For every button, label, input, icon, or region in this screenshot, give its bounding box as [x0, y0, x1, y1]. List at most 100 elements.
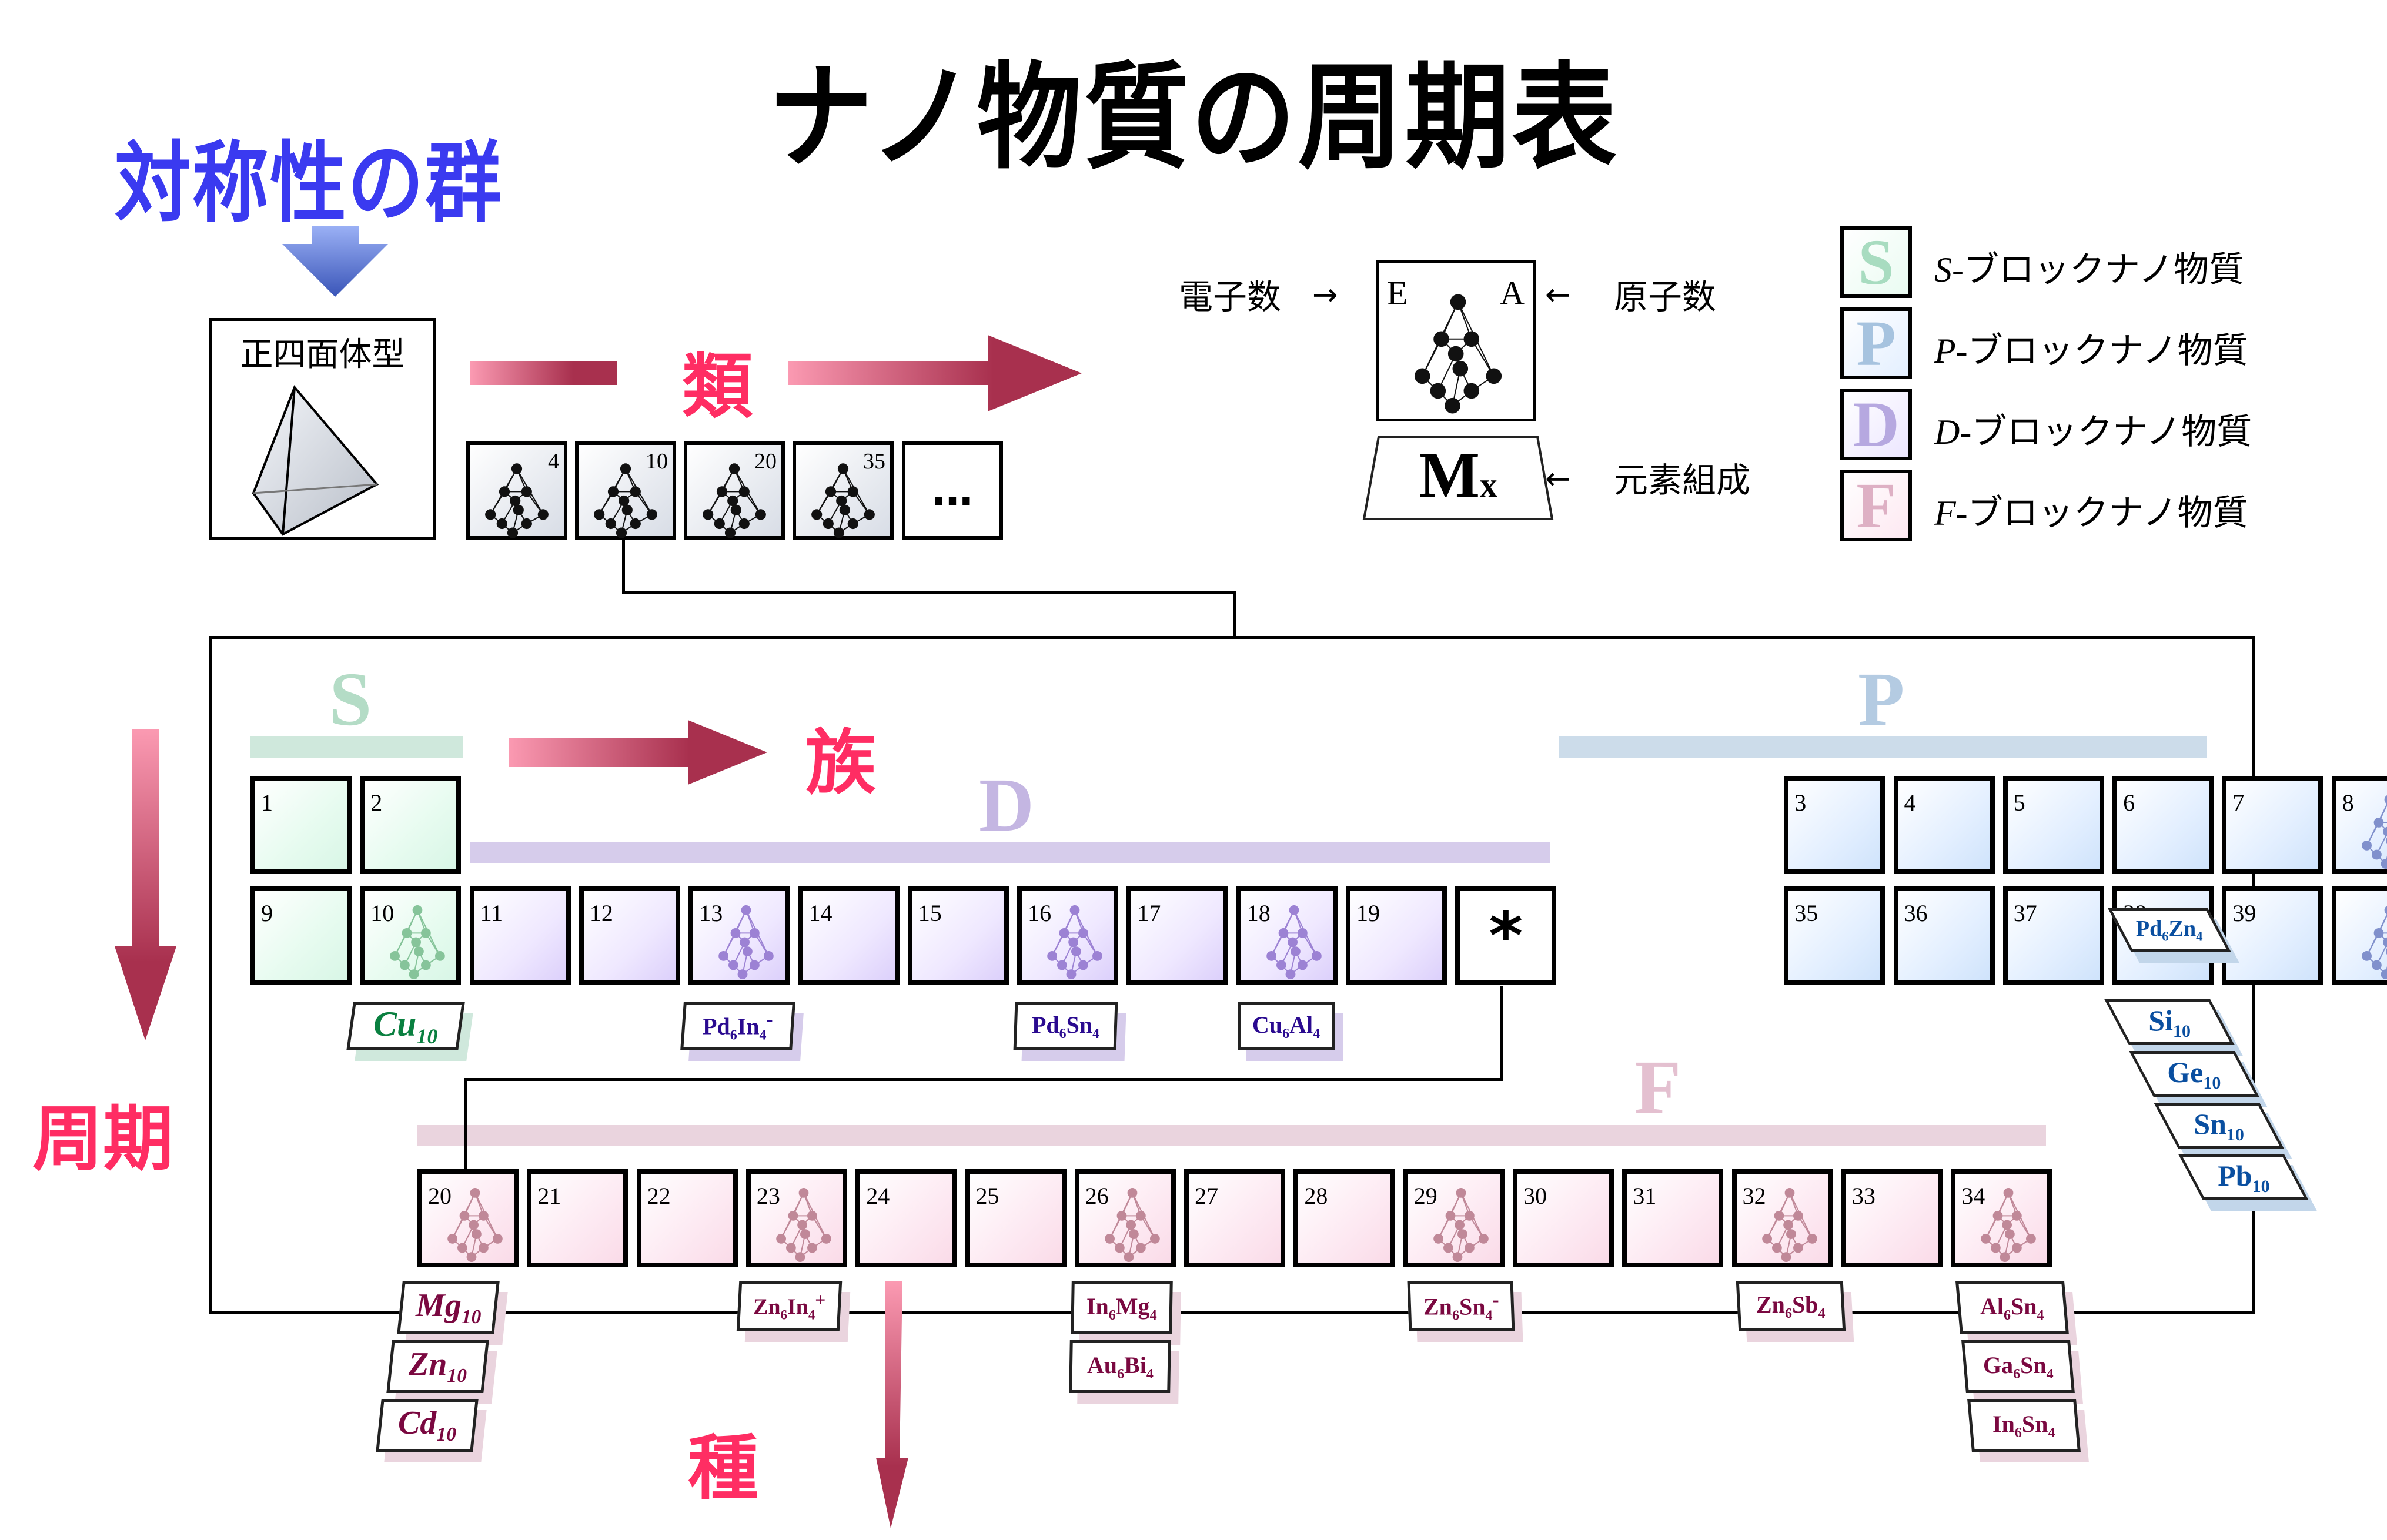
- electron-count-label: 電子数: [1179, 277, 1282, 317]
- element-cell[interactable]: 36: [1893, 886, 1995, 985]
- element-cell[interactable]: 17: [1126, 886, 1228, 985]
- element-cell[interactable]: 22: [636, 1169, 738, 1267]
- formula-text: Zn6Sn4-: [1423, 1288, 1499, 1324]
- cell-number: 31: [1633, 1183, 1657, 1209]
- element-cell[interactable]: 21: [527, 1169, 628, 1267]
- f-block-placeholder-cell[interactable]: *: [1455, 886, 1557, 985]
- compound-mg10[interactable]: Mg10: [397, 1281, 500, 1334]
- element-cell[interactable]: 34: [1951, 1169, 2052, 1267]
- formula-text: Si10: [2148, 1003, 2191, 1041]
- compound-zn10[interactable]: Zn10: [386, 1340, 489, 1393]
- element-cell[interactable]: 39: [2222, 886, 2324, 985]
- element-cell[interactable]: 16: [1017, 886, 1119, 985]
- class-series-box: 10: [575, 441, 676, 540]
- formula-text: Cu6Al4: [1252, 1011, 1320, 1042]
- element-cell[interactable]: 3: [1784, 776, 1885, 874]
- element-cell[interactable]: 28: [1293, 1169, 1395, 1267]
- element-cell[interactable]: 12: [579, 886, 680, 985]
- element-cell[interactable]: 10: [360, 886, 462, 985]
- element-cell[interactable]: 27: [1184, 1169, 1286, 1267]
- formula-mx: Mx: [1419, 439, 1497, 511]
- element-cell[interactable]: 24: [855, 1169, 957, 1267]
- f-block-bar: [417, 1125, 2046, 1146]
- compound-al6sn4[interactable]: Al6Sn4: [1955, 1281, 2069, 1334]
- element-cell[interactable]: 33: [1841, 1169, 1943, 1267]
- element-cell[interactable]: 13: [688, 886, 790, 985]
- element-cell[interactable]: 11: [469, 886, 571, 985]
- legend-label-s: S-ブロックナノ物質: [1934, 249, 2244, 290]
- cell-number: 7: [2232, 789, 2245, 816]
- element-cell[interactable]: 32: [1731, 1169, 1833, 1267]
- compound-ga6sn4[interactable]: Ga6Sn4: [1961, 1340, 2075, 1393]
- connector-line: [464, 1078, 1503, 1081]
- cell-number: 27: [1195, 1183, 1219, 1209]
- element-cell[interactable]: 37: [2002, 886, 2104, 985]
- cell-number: 25: [975, 1183, 999, 1209]
- formula-text: In6Sn4: [1992, 1410, 2055, 1441]
- formula-text: Zn6Sb4: [1756, 1291, 1826, 1321]
- compound-au6bi4[interactable]: Au6Bi4: [1069, 1340, 1171, 1393]
- cell-number: 2: [370, 789, 383, 816]
- element-cell[interactable]: 25: [965, 1169, 1067, 1267]
- element-cell[interactable]: 8: [2331, 776, 2387, 874]
- arrow-right-icon: →: [1312, 277, 1338, 313]
- element-cell[interactable]: 5: [2002, 776, 2104, 874]
- formula-text: Al6Sn4: [1980, 1293, 2044, 1323]
- cell-number: 28: [1304, 1183, 1328, 1209]
- element-cell[interactable]: 4: [1893, 776, 1995, 874]
- formula-text: Pd6Zn4: [2136, 916, 2203, 944]
- class-label: 類: [682, 346, 753, 428]
- element-cell[interactable]: 14: [798, 886, 900, 985]
- key-cluster-box: E A: [1376, 260, 1536, 421]
- element-cell[interactable]: 19: [1346, 886, 1447, 985]
- element-cell[interactable]: 35: [1784, 886, 1885, 985]
- compound-zn6sb4[interactable]: Zn6Sb4: [1736, 1281, 1846, 1331]
- element-cell[interactable]: 6: [2112, 776, 2214, 874]
- formula-text: Mg10: [415, 1287, 482, 1328]
- cell-number: 17: [1137, 900, 1161, 926]
- element-cell[interactable]: 26: [1074, 1169, 1176, 1267]
- element-cell[interactable]: 20: [417, 1169, 519, 1267]
- class-arrow-icon: [470, 335, 1082, 411]
- compound-cd10[interactable]: Cd10: [376, 1399, 479, 1452]
- element-cell[interactable]: 30: [1513, 1169, 1614, 1267]
- element-cell[interactable]: 1: [250, 776, 352, 874]
- cell-number: 33: [1851, 1183, 1876, 1209]
- species-label: 種: [688, 1428, 758, 1509]
- cluster-icon: [1433, 1188, 1489, 1262]
- formula-text: Ga6Sn4: [1983, 1351, 2054, 1382]
- element-cell[interactable]: 29: [1403, 1169, 1505, 1267]
- connector-line: [464, 1078, 467, 1172]
- period-arrow-icon: [115, 729, 176, 1040]
- compound-zn6sn4[interactable]: Zn6Sn4-: [1407, 1281, 1515, 1331]
- formula-text: Zn10: [409, 1346, 467, 1387]
- compound-pd6in4[interactable]: Pd6In4-: [680, 1002, 795, 1050]
- cell-number: 26: [1085, 1183, 1109, 1209]
- element-cell[interactable]: 7: [2222, 776, 2324, 874]
- cluster-icon: [776, 1188, 831, 1262]
- element-cell[interactable]: [2331, 886, 2387, 985]
- element-cell[interactable]: 23: [745, 1169, 847, 1267]
- connector-line: [1233, 591, 1236, 638]
- element-cell[interactable]: 9: [250, 886, 352, 985]
- element-cell[interactable]: 18: [1236, 886, 1338, 985]
- compound-in6sn4[interactable]: In6Sn4: [1967, 1399, 2081, 1452]
- formula-text: Cd10: [398, 1405, 456, 1446]
- cell-number: 29: [1413, 1183, 1437, 1209]
- legend-label-d: D-ブロックナノ物質: [1934, 411, 2252, 453]
- class-series-box: …: [902, 441, 1003, 540]
- element-cell[interactable]: 15: [907, 886, 1009, 985]
- formula-text: Pd6Sn4: [1031, 1011, 1100, 1042]
- compound-in6mg4[interactable]: In6Mg4: [1071, 1281, 1173, 1334]
- compound-pd6sn4[interactable]: Pd6Sn4: [1013, 1002, 1118, 1050]
- element-cell[interactable]: 31: [1622, 1169, 1724, 1267]
- compound-cu6al4[interactable]: Cu6Al4: [1238, 1002, 1335, 1050]
- cell-number: 18: [1246, 900, 1271, 926]
- cell-number: 24: [866, 1183, 890, 1209]
- cell-number: 14: [808, 900, 833, 926]
- cell-number: 11: [480, 900, 503, 926]
- compound-cu10[interactable]: Cu10: [346, 1002, 465, 1050]
- class-series-box: 4: [466, 441, 567, 540]
- element-cell[interactable]: 2: [360, 776, 462, 874]
- compound-zn6in4[interactable]: Zn6In4+: [736, 1281, 843, 1331]
